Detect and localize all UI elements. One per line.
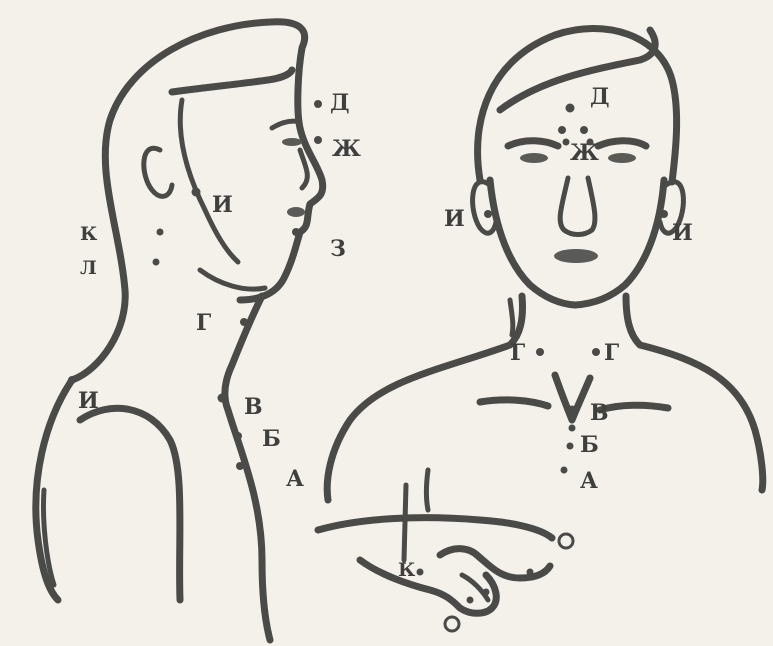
point-a-profile: [236, 462, 244, 470]
front-neck-right: [626, 296, 640, 345]
profile-nose: [300, 150, 307, 188]
point-b-front-1: [569, 425, 576, 432]
label-k-profile: К: [80, 223, 98, 245]
label-k-hand: К: [398, 559, 416, 581]
front-torso-line: [427, 470, 429, 510]
label-b-front: Б: [580, 432, 599, 458]
front-torso-line-2: [404, 485, 406, 560]
label-zh-profile: Ж: [332, 136, 361, 162]
label-a-front: А: [580, 468, 598, 494]
front-hair-part: [500, 30, 655, 110]
profile-mouth: [287, 207, 305, 217]
label-i-right: И: [672, 220, 693, 246]
point-b-front-2: [567, 443, 574, 450]
point-i-left: [484, 210, 492, 218]
label-a-profile: А: [286, 466, 304, 492]
point-front-brow-2: [580, 126, 588, 134]
front-brow-left: [508, 141, 558, 146]
point-hand-3: [527, 569, 534, 576]
label-g-right: Г: [604, 340, 619, 366]
profile-back-line: [72, 120, 125, 380]
front-thumb: [440, 549, 550, 578]
point-i-neck: [68, 376, 76, 384]
label-v-profile: В: [244, 394, 263, 420]
point-d-profile: [314, 100, 322, 108]
front-mouth: [554, 249, 598, 263]
point-zh-profile: [314, 136, 322, 144]
profile-cheek: [180, 100, 238, 262]
label-l-profile: Л: [80, 257, 97, 279]
label-d-profile: Д: [330, 90, 350, 116]
profile-arm: [80, 408, 180, 600]
point-i-face-2: [157, 229, 164, 236]
profile-jaw: [200, 270, 265, 289]
front-hand-finger: [462, 575, 488, 600]
label-o-top: О: [556, 528, 575, 554]
point-a-front: [561, 467, 568, 474]
front-clavicle-right: [600, 405, 668, 410]
front-eye-left: [520, 153, 548, 163]
front-brow-right: [598, 141, 646, 146]
front-nose: [560, 178, 595, 235]
front-figure: Д Ж И И Г Г В Б А К О О: [318, 29, 763, 638]
label-v-front: В: [590, 400, 609, 426]
profile-eye: [282, 138, 302, 146]
point-front-brow-3: [563, 139, 570, 146]
label-g-profile: Г: [196, 310, 211, 336]
front-eye-right: [608, 153, 636, 163]
front-neck-mid: [510, 300, 513, 335]
profile-neck-front: [225, 296, 262, 410]
front-clavicle-left: [480, 400, 548, 406]
front-shoulder-left: [327, 345, 510, 500]
point-front-brow-1: [558, 126, 566, 134]
point-g-profile: [240, 318, 248, 326]
point-v-profile: [218, 394, 227, 403]
point-v-front: [568, 406, 577, 415]
profile-brow: [272, 121, 300, 128]
label-z-profile: З: [330, 236, 346, 262]
front-face-right: [575, 180, 664, 305]
profile-ear: [144, 148, 172, 196]
point-i-face: [192, 188, 201, 197]
point-z-profile: [292, 228, 300, 236]
label-i-left: И: [444, 206, 465, 232]
point-g-right: [592, 348, 600, 356]
label-i-neck: И: [78, 388, 99, 414]
point-hand-1: [483, 589, 490, 596]
point-g-left: [536, 348, 544, 356]
front-arm: [318, 518, 552, 538]
label-d-front: Д: [590, 84, 610, 110]
label-o-bottom: О: [442, 612, 461, 638]
point-hand-2: [467, 597, 474, 604]
front-shoulder-right: [640, 345, 763, 490]
label-zh-front: Ж: [570, 140, 599, 166]
point-k-hand: [417, 569, 424, 576]
profile-hairline: [172, 70, 292, 92]
label-b-profile: Б: [262, 426, 281, 452]
label-i-face: И: [212, 192, 233, 218]
point-b-profile: [234, 432, 242, 440]
profile-figure: Д Ж З И К Л Г И В Б А: [36, 22, 361, 640]
point-i-face-3: [153, 259, 160, 266]
point-i-right: [660, 210, 668, 218]
point-d-front: [566, 104, 575, 113]
profile-shoulder: [36, 380, 72, 600]
label-g-left: Г: [510, 340, 525, 366]
